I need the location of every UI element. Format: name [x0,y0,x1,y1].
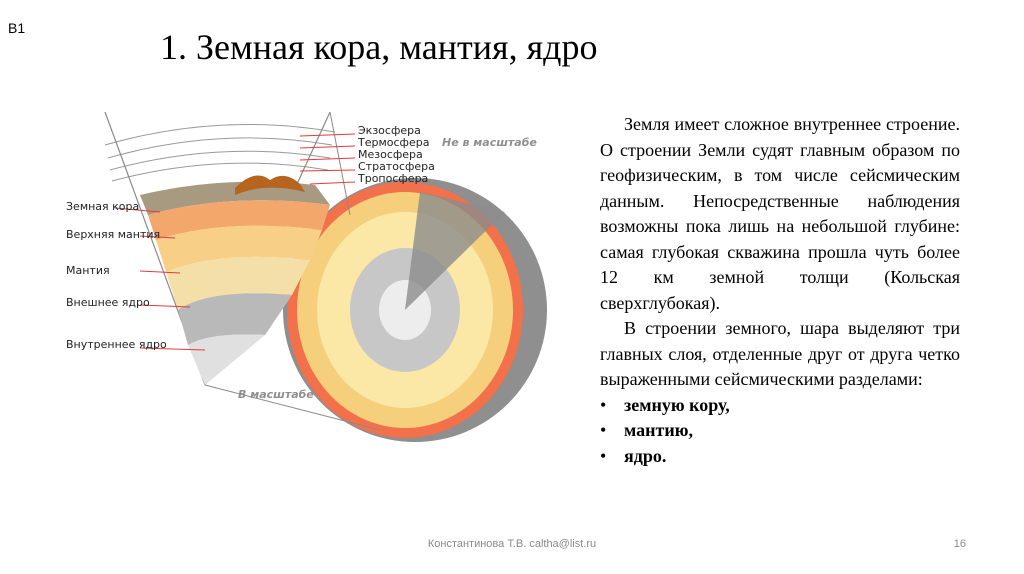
label-troposphere: Тропосфера [357,172,428,185]
slide-title: 1. Земная кора, мантия, ядро [160,27,598,67]
label-stratosphere: Стратосфера [358,160,435,173]
layers-list: •земную кору, •мантию, •ядро. [600,393,960,470]
wedge-layers [140,175,330,385]
paragraph-2: В строении земного, шара выделяют три гл… [600,318,960,389]
slide-corner-label: B1 [8,20,26,36]
label-mantle: Мантия [66,264,110,277]
paragraph-1: Земля имеет сложное внутреннее строение.… [600,114,960,313]
sphere-cross-section [283,178,547,442]
page-number: 16 [953,538,966,550]
label-outer-core: Внешнее ядро [66,296,150,309]
earth-structure-diagram: Экзосфера Термосфера Мезосфера Стратосфе… [66,111,547,442]
label-thermosphere: Термосфера [357,136,429,149]
label-crust: Земная кора [66,200,139,213]
atmosphere-arcs [104,123,336,182]
list-item: •мантию, [600,418,960,444]
body-text: Земля имеет сложное внутреннее строение.… [600,112,960,469]
label-to-scale: В масштабе [238,388,314,401]
label-exosphere: Экзосфера [358,124,421,137]
list-item: •земную кору, [600,393,960,419]
bullet-icon: • [600,445,607,466]
label-mesosphere: Мезосфера [358,148,423,161]
bullet-icon: • [600,420,607,440]
bullet-icon: • [600,394,607,415]
earth-structure-figure: Экзосфера Термосфера Мезосфера Стратосфе… [60,100,580,460]
slide-footer: Константинова Т.В. caltha@list.ru [427,538,597,550]
label-upper-mantle: Верхняя мантия [66,228,160,241]
label-not-to-scale: Не в масштабе [442,136,537,149]
label-inner-core: Внутреннее ядро [66,338,167,351]
list-item: •ядро. [600,444,960,470]
